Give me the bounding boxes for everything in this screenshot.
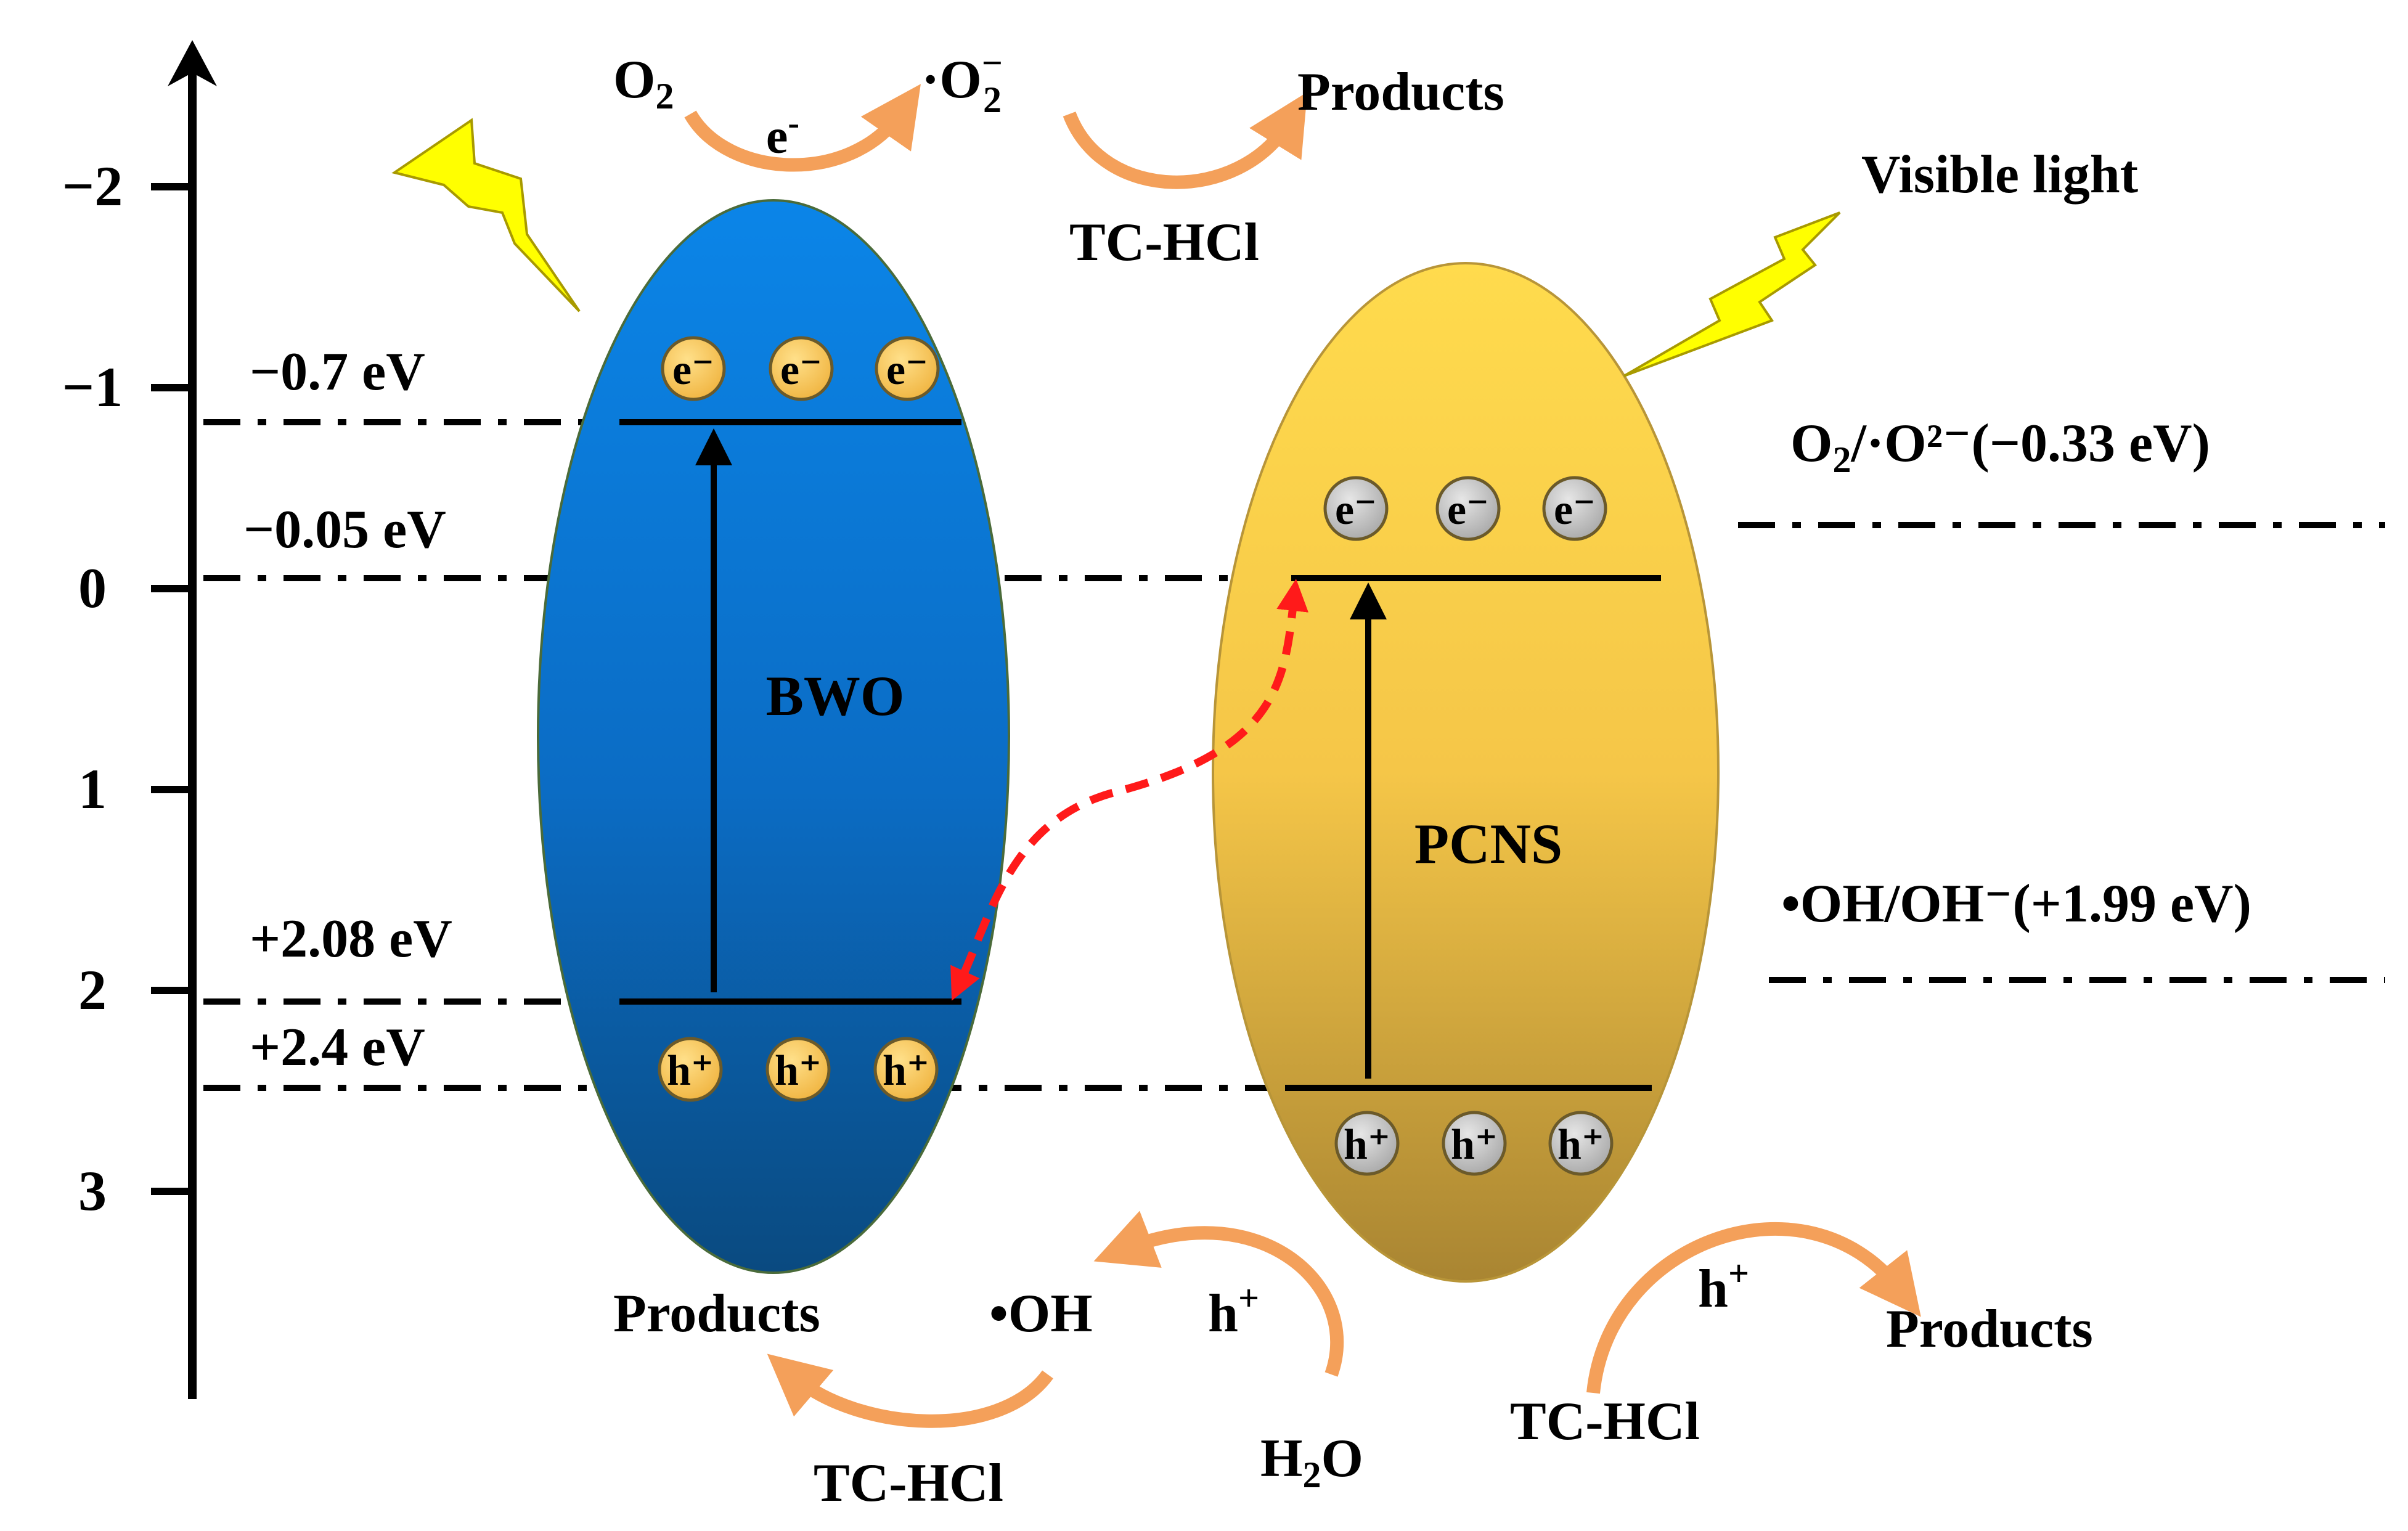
hole-label-left: h+ [1208, 1278, 1259, 1344]
oh-degradation-arrow [767, 1353, 1053, 1428]
level-lines [203, 419, 2385, 1091]
tc-hcl-bottom-right: TC-HCl [1510, 1392, 1700, 1451]
lightning-icon-left [391, 118, 581, 312]
bwo-cb-energy-label: −0.7 eV [250, 342, 425, 402]
electron-icon [769, 336, 834, 401]
products-bottom-left: Products [613, 1284, 820, 1344]
hole-icon-label: h⁺ [883, 1047, 929, 1095]
bwo-vb-energy-label: +2.08 eV [250, 909, 452, 969]
oh-radical-potential: •OH/OH⁻(+1.99 eV) [1781, 874, 2251, 934]
axis-tick-label: 1 [78, 757, 107, 820]
electron-icon [661, 336, 726, 401]
products-bottom-right: Products [1886, 1299, 2093, 1359]
hole-icon [765, 1037, 831, 1102]
hole-icon [658, 1037, 723, 1102]
oh-radical: •OH [989, 1284, 1093, 1344]
pcns-semiconductor: PCNS e⁻ e⁻ e⁻ h⁺ h⁺ h⁺ [1212, 262, 1720, 1283]
axis-tick-label: −2 [62, 155, 123, 218]
electron-label-top: e- [766, 104, 799, 164]
o2-superoxide-potential: O2/·O²⁻(−0.33 eV) [1790, 414, 2210, 480]
energy-axis: −2 −1 0 1 2 3 [62, 40, 217, 1399]
electron-icon-label: e⁻ [1554, 486, 1596, 534]
visible-light-label: Visible light [1861, 145, 2138, 205]
o2-reactant: O2 [613, 50, 674, 116]
electron-icon [1435, 476, 1501, 541]
hole-icon [1334, 1111, 1400, 1176]
electron-icon-label: e⁻ [1447, 486, 1489, 534]
hole-icon [1548, 1111, 1614, 1176]
bwo-label: BWO [766, 664, 905, 727]
superoxide-degradation-arrow [1063, 92, 1308, 189]
electron-icon-label: e⁻ [1335, 486, 1377, 534]
hole-icon-label: h⁺ [667, 1047, 714, 1095]
bwo-vb-alt-energy-label: +2.4 eV [250, 1018, 425, 1077]
axis-tick-label: −1 [62, 356, 123, 418]
hole-icon-label: h⁺ [775, 1047, 822, 1095]
products-top: Products [1297, 62, 1504, 122]
axis-tick-label: 2 [78, 958, 107, 1021]
electron-icon-label: e⁻ [780, 346, 822, 394]
electron-icon-label: e⁻ [672, 346, 714, 394]
electron-icon [1323, 476, 1389, 541]
hole-icon-label: h⁺ [1557, 1121, 1604, 1169]
axis-tick-label: 3 [78, 1159, 107, 1222]
bwo-cb-alt-energy-label: −0.05 eV [243, 500, 446, 560]
hole-icon-label: h⁺ [1451, 1121, 1498, 1169]
hole-icon-label: h⁺ [1344, 1121, 1390, 1169]
pcns-label: PCNS [1414, 812, 1562, 875]
hole-degradation-arrow [1586, 1222, 1921, 1394]
lightning-icon-right [1623, 211, 1841, 377]
bwo-semiconductor: BWO e⁻ e⁻ e⁻ h⁺ h⁺ h⁺ [537, 199, 1010, 1274]
tc-hcl-bottom-left: TC-HCl [814, 1453, 1003, 1513]
hole-label-right: h+ [1698, 1253, 1749, 1319]
electron-icon [875, 336, 940, 401]
electron-icon [1542, 476, 1607, 541]
superoxide-radical: ·O−2 [921, 43, 1003, 120]
o2-reduction-arrow [684, 84, 921, 172]
tc-hcl-top: TC-HCl [1069, 213, 1259, 272]
electron-icon-label: e⁻ [886, 346, 928, 394]
water-oxidation-arrow [1093, 1211, 1344, 1377]
h2o-reactant: H2O [1260, 1429, 1363, 1495]
axis-tick-label: 0 [78, 557, 107, 619]
axis-arrow-head [168, 40, 217, 86]
hole-icon [1442, 1111, 1507, 1176]
hole-icon [873, 1037, 939, 1102]
